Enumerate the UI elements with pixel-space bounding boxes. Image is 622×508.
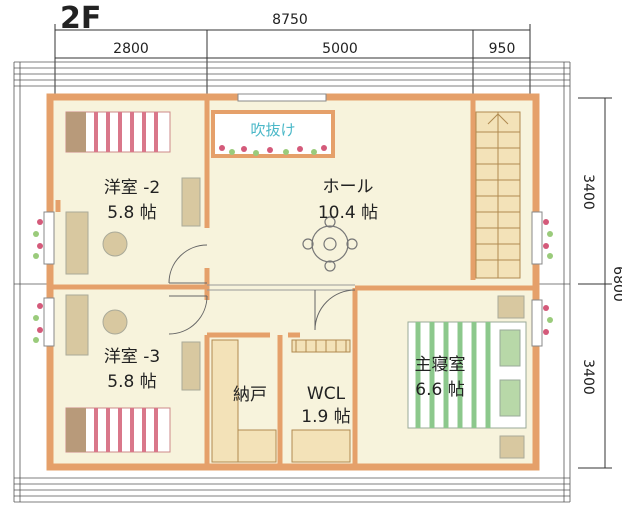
- partition-lines: [207, 284, 355, 291]
- room-master-size: 6.6 帖: [415, 380, 464, 400]
- bed-youshitsu3: [65, 407, 171, 453]
- dim-overall-depth: 6800: [610, 266, 622, 302]
- shelf-youshitsu2: [181, 177, 201, 227]
- floor-label: 2F: [60, 1, 101, 36]
- room-youshitsu3-name: 洋室 -3: [104, 347, 160, 367]
- room-master-name: 主寝室: [415, 354, 466, 375]
- room-wcl-name: WCL: [307, 384, 346, 404]
- room-youshitsu3-size: 5.8 帖: [107, 372, 156, 392]
- nando-interior: [211, 339, 277, 463]
- dim-segment-3: 950: [489, 41, 516, 57]
- chair-youshitsu2: [102, 231, 128, 257]
- dim-right-lower: 3400: [580, 359, 596, 395]
- shelf-youshitsu3: [181, 341, 201, 391]
- window-plants: [33, 211, 553, 347]
- staircase: [475, 111, 521, 279]
- bed-master: [407, 321, 527, 429]
- dresser-master: [499, 435, 525, 459]
- room-wcl-size: 1.9 帖: [301, 407, 350, 427]
- dim-overall-width: 8750: [272, 12, 308, 28]
- room-hall-name: ホール: [323, 177, 374, 197]
- fukinuke-opening: [211, 110, 335, 158]
- dim-segment-1: 2800: [113, 41, 149, 57]
- desk-youshitsu2: [65, 211, 89, 275]
- nightstand-master: [497, 295, 525, 319]
- door-swings: [168, 244, 356, 335]
- room-hall-size: 10.4 帖: [318, 203, 378, 223]
- room-youshitsu2-size: 5.8 帖: [107, 203, 156, 223]
- exterior-lines: [13, 61, 571, 503]
- top-dimensions: [54, 24, 531, 95]
- fukinuke-label: 吹抜け: [250, 121, 295, 139]
- bed-youshitsu2: [65, 111, 171, 153]
- dim-segment-2: 5000: [322, 41, 358, 57]
- top-window: [237, 93, 327, 102]
- right-dimensions: [578, 97, 612, 469]
- dim-right-upper: 3400: [580, 174, 596, 210]
- room-nando-name: 納戸: [233, 385, 267, 405]
- room-youshitsu2-name: 洋室 -2: [104, 178, 160, 198]
- chair-youshitsu3: [102, 309, 128, 335]
- fukinuke-plants: [219, 145, 327, 156]
- interior-walls: [50, 100, 536, 467]
- wcl-interior: [291, 339, 351, 463]
- hall-table: [302, 216, 358, 272]
- desk-youshitsu3: [65, 294, 89, 356]
